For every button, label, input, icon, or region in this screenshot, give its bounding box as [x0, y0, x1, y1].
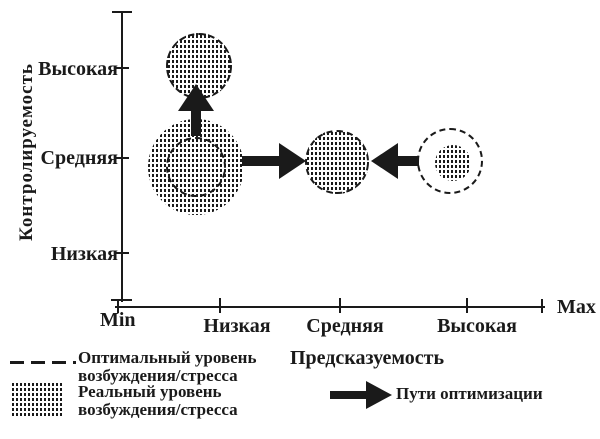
- y-tick-label-high: Высокая: [38, 58, 118, 80]
- optimization-arrow-up-shaft: [191, 110, 201, 136]
- optimal-level-circle-initial: [166, 137, 226, 197]
- legend-optimal-label: Оптимальный уровень возбуждения/стресса: [78, 349, 256, 384]
- x-axis-title: Предсказуемость: [290, 347, 445, 369]
- y-axis-bottom-cap: [111, 299, 132, 301]
- legend-optimal-line2: возбуждения/стресса: [78, 365, 238, 385]
- optimization-arrow-right-shaft: [242, 156, 280, 166]
- x-min-label: Min: [100, 309, 136, 331]
- x-axis-right-tick: [541, 299, 543, 313]
- optimal-level-dash-swatch: [10, 361, 76, 364]
- real-level-hatch-swatch: [12, 383, 62, 417]
- y-axis-top-cap: [112, 11, 132, 13]
- y-tick-low: [116, 252, 129, 254]
- x-axis-line: [115, 306, 545, 308]
- x-tick-label-medium: Средняя: [306, 315, 384, 337]
- x-tick-label-low: Низкая: [203, 315, 271, 337]
- y-tick-high: [116, 67, 129, 69]
- optimization-arrow-left-shaft: [397, 156, 419, 166]
- optimization-arrow-up: [178, 84, 214, 111]
- legend-real-label: Реальный уровень возбуждения/стресса: [78, 383, 238, 418]
- legend-real-line1: Реальный уровень: [78, 382, 222, 401]
- optimization-arrow-icon: [366, 381, 392, 409]
- x-tick-medium: [339, 298, 341, 313]
- y-tick-label-medium: Средняя: [40, 147, 118, 169]
- x-max-label: Max: [557, 296, 596, 318]
- x-tick-high: [466, 298, 468, 313]
- x-tick-label-high: Высокая: [437, 315, 517, 337]
- y-tick-label-low: Низкая: [50, 243, 118, 265]
- legend-real-line2: возбуждения/стресса: [78, 399, 238, 419]
- legend-optimal-line1: Оптимальный уровень: [78, 348, 257, 367]
- y-tick-medium: [116, 157, 129, 159]
- real-level-circle-high-predictability: [435, 145, 471, 181]
- x-axis-left-tick: [117, 299, 119, 313]
- legend-paths-label: Пути оптимизации: [396, 384, 543, 403]
- optimization-arrow-icon-shaft: [330, 391, 368, 399]
- combined-circle-medium-predictability: [305, 130, 369, 194]
- optimization-arrow-left: [371, 143, 398, 179]
- optimization-arrow-right: [279, 143, 306, 179]
- x-tick-low: [219, 298, 221, 313]
